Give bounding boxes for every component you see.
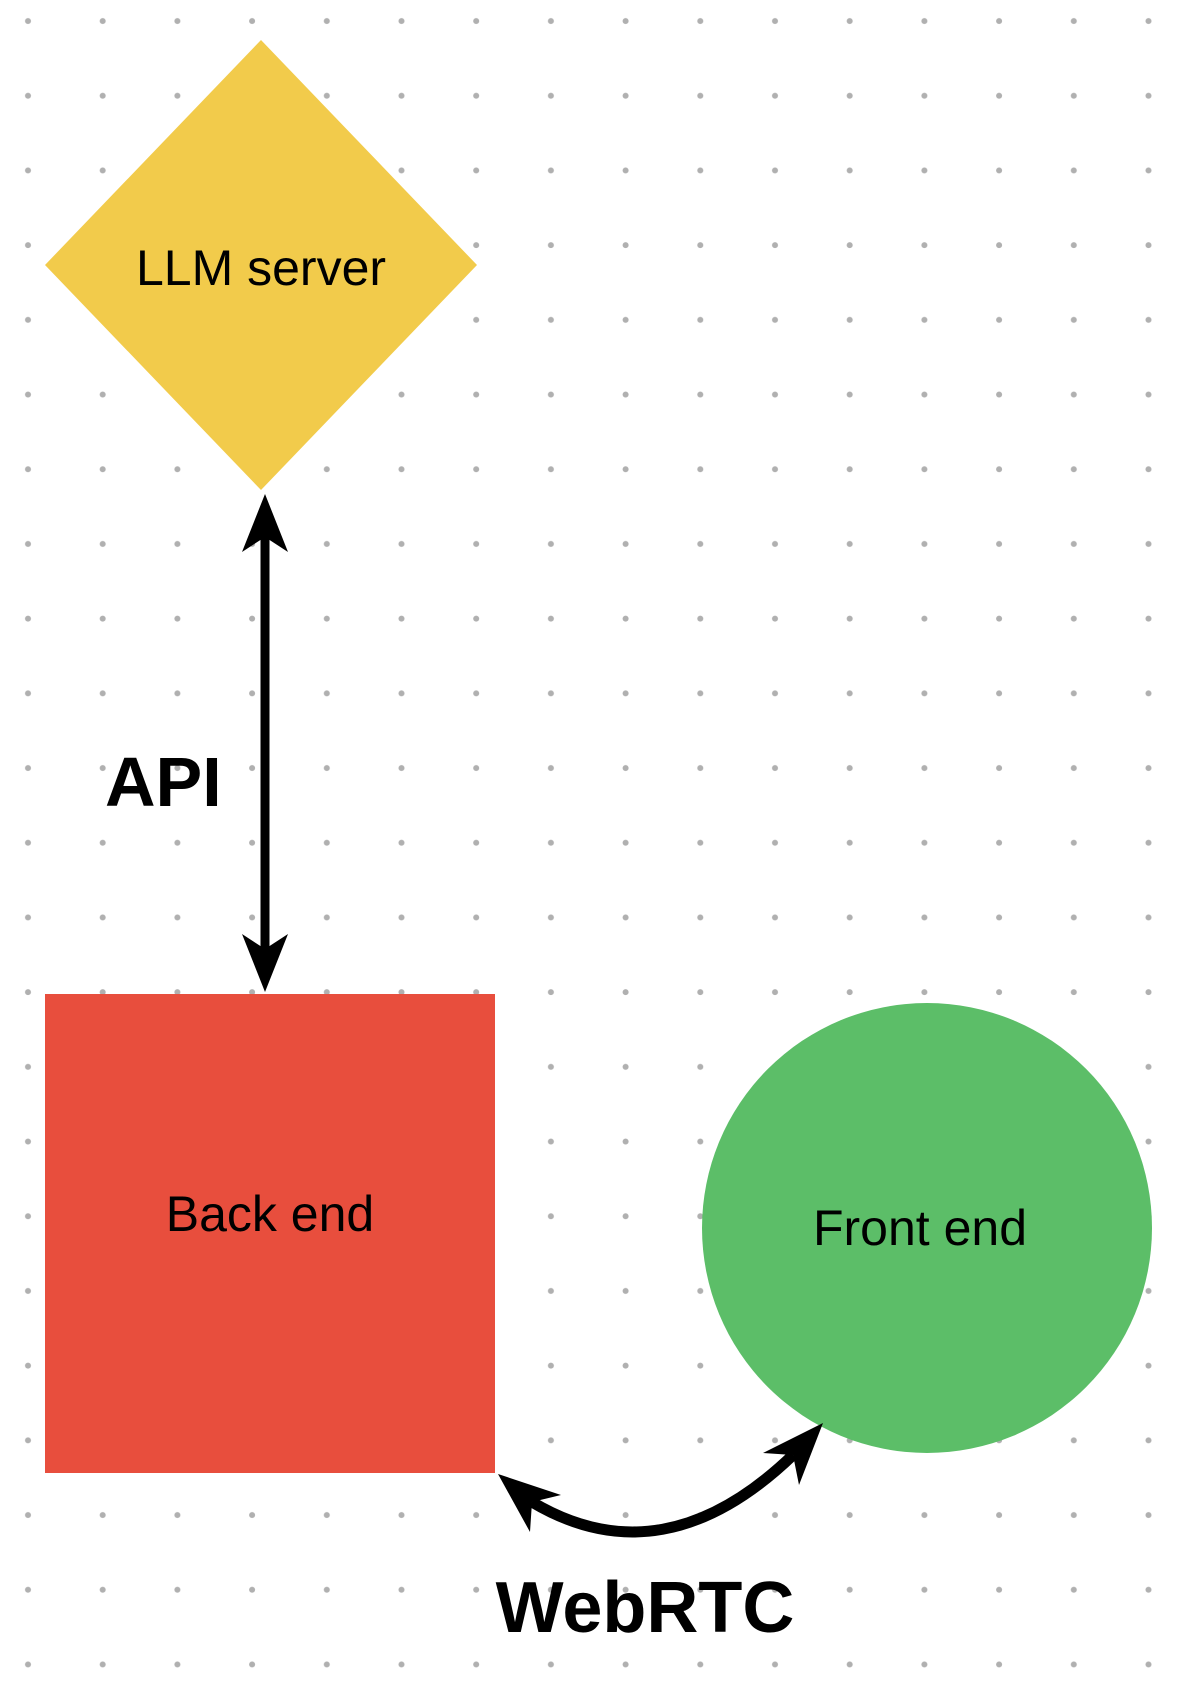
node-front-end[interactable]: Front end: [702, 1003, 1152, 1453]
llm-server-diamond-shape[interactable]: [45, 40, 477, 490]
connector-webrtc[interactable]: WebRTC: [496, 1423, 823, 1648]
webrtc-arrowhead-right-icon: [763, 1423, 823, 1485]
connector-label-webrtc: WebRTC: [496, 1568, 795, 1648]
node-label-back-end: Back end: [166, 1186, 374, 1242]
node-label-front-end: Front end: [813, 1200, 1027, 1256]
connector-api[interactable]: API: [105, 494, 288, 992]
api-arrowhead-down-icon: [242, 934, 288, 992]
webrtc-arrow-curve[interactable]: [529, 1451, 797, 1538]
back-end-square-shape[interactable]: [45, 994, 495, 1473]
node-back-end[interactable]: Back end: [45, 994, 495, 1473]
connector-label-api: API: [105, 743, 222, 821]
webrtc-arrowhead-left-icon: [498, 1474, 561, 1532]
front-end-circle-shape[interactable]: [702, 1003, 1152, 1453]
node-label-llm-server: LLM server: [136, 240, 386, 296]
node-llm-server[interactable]: LLM server: [45, 40, 477, 490]
api-arrowhead-up-icon: [242, 494, 288, 552]
